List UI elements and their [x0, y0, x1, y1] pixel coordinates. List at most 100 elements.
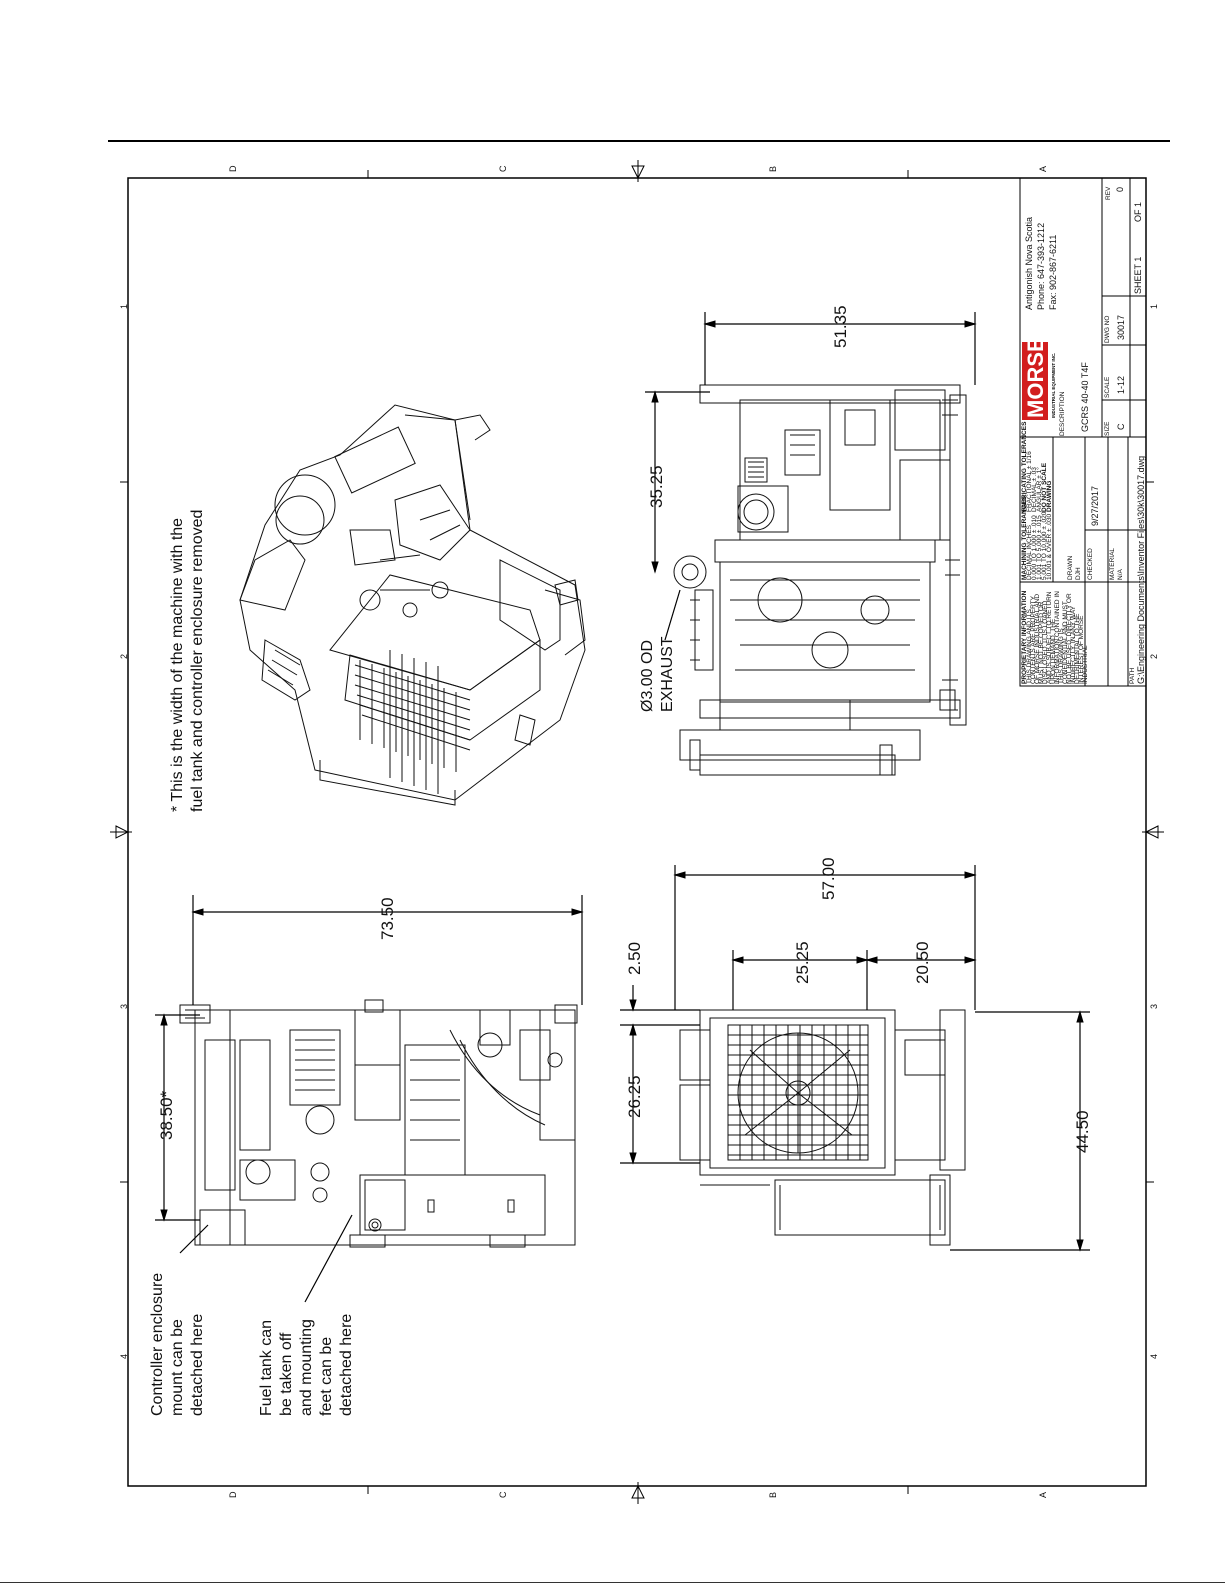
prop-line: CONFIDENTIAL AND MUST	[1062, 601, 1069, 684]
controller-note-line2: mount can be	[169, 1319, 186, 1416]
dim-73-50: 73.50	[378, 897, 397, 940]
side-view-exhaust	[673, 384, 967, 776]
dim-20-50: 20.50	[913, 941, 932, 984]
controller-note-line3: detached here	[189, 1314, 206, 1416]
title-block	[1019, 177, 1147, 687]
proprietary-notice: PROPRIETARY INFORMATION THIS DRAWING AND…	[1021, 590, 1085, 684]
rev-label: REV	[1105, 186, 1112, 200]
zone-left-2: 2	[119, 654, 129, 659]
dwg-no-label: DWG NO	[1104, 316, 1111, 343]
zone-right-3: 3	[1149, 1004, 1159, 1009]
description-value: GCRS 40-40 T4F	[1080, 362, 1090, 432]
dim-51-35: 51.35	[831, 305, 850, 348]
zone-right-2: 2	[1149, 654, 1159, 659]
fuel-note-line3: and mounting	[298, 1319, 315, 1416]
fuel-note-line2: be taken off	[278, 1332, 295, 1416]
controller-note-line1: Controller enclosure	[149, 1273, 166, 1416]
machining-tolerances: MACHINING TOLERANCES DECIMAL INCHES 0.00…	[1021, 495, 1053, 580]
dim-25-25: 25.25	[793, 941, 812, 984]
page-bottom-rule	[0, 1582, 1225, 1583]
zone-top-b: B	[768, 166, 778, 172]
fabricating-tolerances: FABRICATING TOLERANCES FRACTIONAL ± 1/16…	[1021, 421, 1053, 512]
width-note-line1: * This is the width of the machine with …	[169, 518, 186, 812]
prop-line: OF MORSE INDUSTRIAL AND	[1034, 594, 1041, 684]
drawn-label: DRAWN	[1067, 555, 1074, 580]
zone-left-4: 4	[119, 1354, 129, 1359]
path-label: PATH	[1129, 667, 1136, 684]
description-label: DESCRIPTION	[1059, 391, 1066, 436]
zone-bottom-c: C	[498, 1491, 508, 1498]
tol-title: MACHINING TOLERANCES	[1021, 495, 1028, 580]
company-fax: Fax: 902-867-6211	[1048, 235, 1058, 310]
zone-left-3: 3	[119, 1004, 129, 1009]
zone-top-c: C	[498, 165, 508, 172]
ftol-title: FABRICATING TOLERANCES	[1021, 421, 1028, 512]
drawn-date: 9/27/2017	[1090, 486, 1100, 526]
material-value: N/A	[1117, 569, 1124, 581]
scale-value: 1-12	[1116, 376, 1126, 394]
zone-ticks	[120, 170, 1154, 1494]
prop-line: UPON DEMAND. THE	[1050, 618, 1057, 684]
prop-line: AND IS SUBJECT TO RETURN	[1046, 591, 1053, 684]
tol-line: 5.001 TO 10.000 ± .020	[1041, 511, 1048, 580]
isometric-view	[239, 404, 586, 806]
tol-line: 0.000 TO 1.000 ± .010	[1031, 515, 1038, 580]
ftol-line: DECIMAL ± .03	[1031, 467, 1038, 512]
rev-value: 0	[1115, 187, 1125, 192]
center-mark-right	[1142, 825, 1164, 839]
ftol-line: DO NOT SCALE	[1041, 462, 1048, 512]
fuel-note-line4: feet can be	[318, 1337, 335, 1416]
dim-35-25: 35.25	[647, 465, 666, 508]
tol-line: 10.001 & OVER ± .030	[1046, 514, 1053, 580]
prop-line: DETRIMENTAL TO THE	[1074, 613, 1081, 684]
prop-line: THIS DRAWING IS	[1058, 628, 1065, 684]
zone-left-1: 1	[119, 304, 129, 309]
prop-line: NOT BE USED, DIRECTLY OR	[1066, 593, 1073, 684]
page-header-rule	[108, 140, 1170, 142]
dim-44-50: 44.50	[1073, 1110, 1092, 1153]
zone-right-4: 4	[1149, 1354, 1159, 1359]
dim-38-50: 38.50*	[157, 1090, 176, 1140]
ftol-line: ANGULAR ± 1°	[1035, 467, 1043, 512]
fuel-note-line5: detached here	[338, 1314, 355, 1416]
prop-line: CONTENTS ARE PROPERTY	[1030, 595, 1037, 684]
center-mark-bottom	[631, 1482, 645, 1504]
drawn-value: DJH	[1075, 567, 1082, 580]
fuel-note-line1: Fuel tank can	[258, 1320, 275, 1416]
size-value: C	[1116, 423, 1126, 430]
dimensions	[155, 312, 1090, 1303]
path-value: G:\Engineering Documents\Inventor Files\…	[1136, 456, 1146, 684]
dim-2-50: 2.50	[625, 942, 644, 975]
end-view-radiator	[679, 1009, 966, 1246]
exhaust-note-line2: EXHAUST	[659, 636, 676, 712]
sheet-of: OF 1	[1133, 202, 1143, 222]
dim-57-00: 57.00	[819, 857, 838, 900]
zone-bottom-d: D	[228, 1491, 238, 1498]
width-note-line2: fuel tank and controller enclosure remov…	[189, 510, 206, 812]
zone-bottom-a: A	[1038, 1492, 1048, 1498]
prop-line: INDIRECTLY, IN ANY WAY	[1070, 605, 1077, 684]
dwg-no-value: 30017	[1116, 315, 1126, 340]
prop-title: PROPRIETARY INFORMATION	[1021, 590, 1028, 684]
exhaust-note-line1: Ø3.00 OD	[639, 640, 656, 712]
prop-line: DISCLOSED. IT IS LOANED	[1042, 600, 1049, 684]
company-phone: Phone: 647-393-1212	[1036, 223, 1046, 310]
prop-line-last: INDUSTRIAL	[1082, 645, 1089, 684]
tol-line: 1.001 TO 5.000 ± .015	[1036, 515, 1043, 580]
ftol-line: FRACTIONAL ± 1/16	[1026, 451, 1033, 512]
zone-top-d: D	[228, 165, 238, 172]
logo-text: MORSE	[1023, 337, 1048, 418]
sheet-border	[127, 177, 1147, 1487]
sheet-number: SHEET 1	[1133, 257, 1143, 294]
prop-line: INTEREST OF MORSE	[1078, 615, 1085, 684]
zone-right-1: 1	[1149, 304, 1159, 309]
material-label: MATERIAL	[1109, 548, 1116, 580]
plan-view-controller	[179, 999, 578, 1248]
prop-line: MUST NOT BE COPIED OR	[1038, 601, 1045, 684]
ftol-line: DRAWING	[1046, 481, 1053, 512]
center-mark-top	[631, 160, 645, 182]
scale-label: SCALE	[1104, 376, 1111, 398]
center-mark-left	[110, 825, 132, 839]
prop-line: THIS DRAWING AND ITS	[1026, 608, 1033, 684]
morse-logo: MORSE INDUSTRIAL EQUIPMENT INC.	[1022, 337, 1056, 420]
